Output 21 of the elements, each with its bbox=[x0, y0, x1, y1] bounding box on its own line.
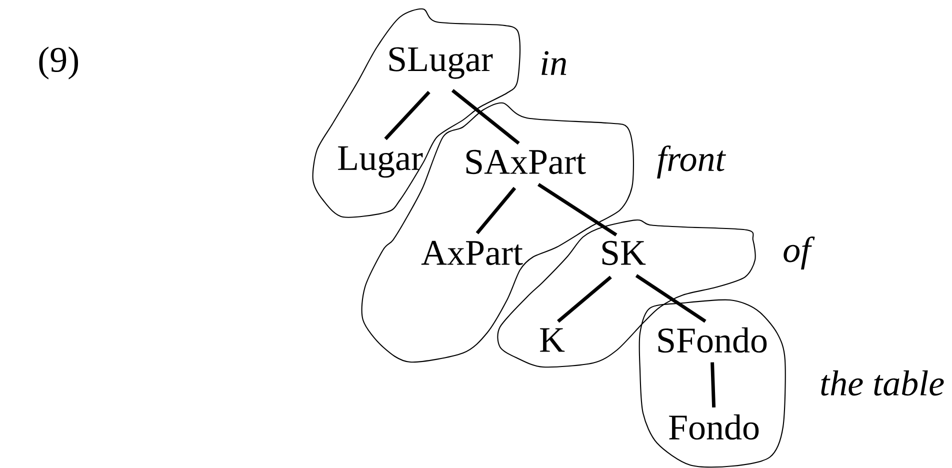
tree-label: Lugar bbox=[338, 146, 423, 178]
blob-outline bbox=[638, 299, 786, 468]
tree-label: Fondo bbox=[669, 414, 759, 440]
branch-line bbox=[710, 362, 716, 408]
tree-label: SLugar bbox=[389, 47, 493, 79]
branch-line bbox=[451, 89, 520, 145]
word-label: in bbox=[542, 51, 566, 75]
branch-line bbox=[557, 276, 612, 323]
tree-label: K bbox=[540, 328, 565, 352]
word-label: the table bbox=[821, 370, 944, 396]
tree-label: SK bbox=[602, 240, 646, 266]
branch-line bbox=[384, 90, 430, 140]
tree-label: SAxPart bbox=[466, 150, 586, 174]
tree-label: SFondo bbox=[658, 327, 767, 353]
branch-line bbox=[537, 182, 618, 236]
branch-line bbox=[635, 274, 706, 323]
word-label: front bbox=[657, 146, 726, 179]
example-number: (9) bbox=[39, 46, 78, 80]
tree-label: AxPart bbox=[421, 240, 523, 266]
branch-line bbox=[476, 186, 516, 234]
word-label: of bbox=[784, 236, 815, 270]
